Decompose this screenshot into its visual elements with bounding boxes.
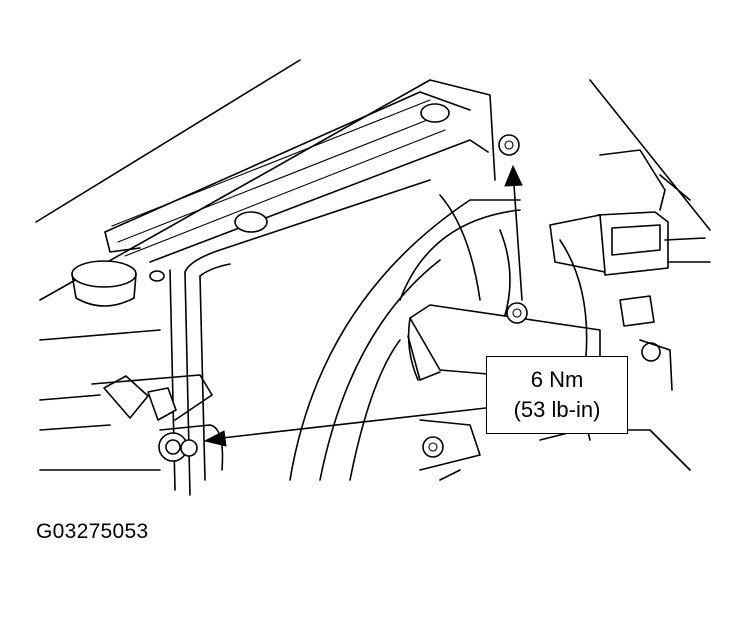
torque-leader-arrow (203, 407, 487, 447)
torque-imperial: (53 lb-in) (513, 397, 601, 422)
valve-cover-outline (35, 59, 496, 471)
hose-fitting (91, 374, 224, 471)
hose-shroud (289, 194, 521, 481)
frame-rails (169, 179, 431, 496)
removal-arrow (504, 164, 523, 301)
lower-bracket (419, 419, 481, 481)
torque-spec-callout: 6 Nm (53 lb-in) (486, 356, 628, 434)
figure-id: G03275053 (36, 520, 149, 543)
torque-metric: 6 Nm (530, 367, 584, 392)
electrical-connector (539, 79, 711, 471)
